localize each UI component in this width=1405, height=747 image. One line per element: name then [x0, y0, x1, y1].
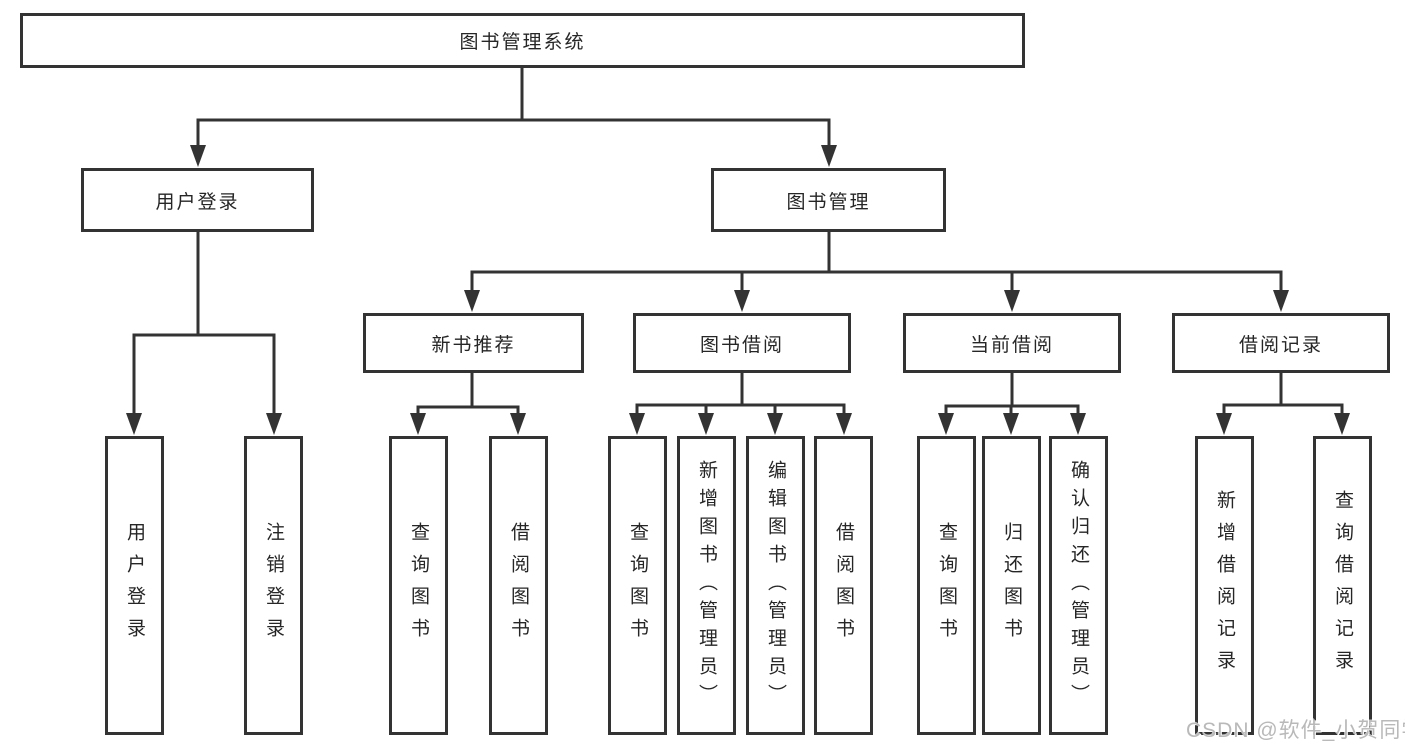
- leaf-records-add-record-label: 新增借阅记录: [1214, 489, 1235, 682]
- arrow-down-icon: [734, 290, 750, 312]
- arrow-down-icon: [464, 290, 480, 312]
- leaf-borrow-edit-books-admin-label: 编辑图书（管理员）: [765, 459, 786, 712]
- leaf-current-query-books-label: 查询图书: [936, 521, 957, 650]
- arrow-down-icon: [629, 413, 645, 435]
- node-current-borrow-label: 当前借阅: [969, 334, 1054, 356]
- node-borrow-records-label: 借阅记录: [1238, 334, 1323, 356]
- connector-book-mgmt-children: [464, 230, 1289, 312]
- node-new-book-recommend-label: 新书推荐: [431, 334, 516, 356]
- arrow-down-icon: [1216, 413, 1232, 435]
- leaf-newbooks-borrow-books-label: 借阅图书: [508, 521, 529, 650]
- leaf-borrow-query-books-label: 查询图书: [627, 521, 648, 650]
- leaf-borrow-add-books-admin-label: 新增图书（管理员）: [696, 459, 717, 712]
- leaf-borrow-borrow-books-label: 借阅图书: [833, 521, 854, 650]
- node-book-borrow: 图书借阅: [633, 313, 851, 373]
- node-new-book-recommend: 新书推荐: [363, 313, 584, 373]
- arrow-down-icon: [821, 145, 837, 167]
- connector-borrow-records-children: [1216, 371, 1350, 435]
- arrow-down-icon: [1334, 413, 1350, 435]
- connector-user-login-children: [126, 230, 282, 435]
- arrow-down-icon: [126, 413, 142, 435]
- connector-book-borrow-children: [629, 371, 852, 435]
- leaf-newbooks-query-books-label: 查询图书: [408, 521, 429, 650]
- leaf-logout: 注销登录: [244, 436, 303, 735]
- node-user-login-label: 用户登录: [155, 191, 240, 213]
- arrow-down-icon: [836, 413, 852, 435]
- leaf-borrow-query-books: 查询图书: [608, 436, 667, 735]
- connector-new-books-children: [410, 371, 526, 435]
- arrow-down-icon: [767, 413, 783, 435]
- arrow-down-icon: [410, 413, 426, 435]
- arrow-down-icon: [1273, 290, 1289, 312]
- arrow-down-icon: [190, 145, 206, 167]
- leaf-borrow-add-books-admin: 新增图书（管理员）: [677, 436, 736, 735]
- leaf-borrow-edit-books-admin: 编辑图书（管理员）: [746, 436, 805, 735]
- leaf-current-query-books: 查询图书: [917, 436, 976, 735]
- leaf-newbooks-borrow-books: 借阅图书: [489, 436, 548, 735]
- leaf-current-return-books-label: 归还图书: [1001, 521, 1022, 650]
- arrow-down-icon: [1070, 413, 1086, 435]
- leaf-records-query-record: 查询借阅记录: [1313, 436, 1372, 735]
- node-root: 图书管理系统: [20, 13, 1025, 68]
- leaf-current-return-books: 归还图书: [982, 436, 1041, 735]
- leaf-current-confirm-return-admin: 确认归还（管理员）: [1049, 436, 1108, 735]
- leaf-borrow-borrow-books: 借阅图书: [814, 436, 873, 735]
- connector-root-to-level2: [190, 66, 837, 167]
- arrow-down-icon: [510, 413, 526, 435]
- node-book-management: 图书管理: [711, 168, 946, 232]
- node-book-management-label: 图书管理: [786, 191, 871, 213]
- arrow-down-icon: [266, 413, 282, 435]
- node-user-login: 用户登录: [81, 168, 314, 232]
- leaf-logout-label: 注销登录: [263, 521, 284, 650]
- watermark: CSDN @软件_小贺同学: [1186, 719, 1405, 742]
- leaf-newbooks-query-books: 查询图书: [389, 436, 448, 735]
- leaf-user-login: 用户登录: [105, 436, 164, 735]
- leaf-current-confirm-return-admin-label: 确认归还（管理员）: [1068, 459, 1089, 712]
- leaf-records-query-record-label: 查询借阅记录: [1332, 489, 1353, 682]
- node-current-borrow: 当前借阅: [903, 313, 1121, 373]
- node-borrow-records: 借阅记录: [1172, 313, 1390, 373]
- leaf-user-login-label: 用户登录: [124, 521, 145, 650]
- arrow-down-icon: [1004, 290, 1020, 312]
- arrow-down-icon: [1003, 413, 1019, 435]
- leaf-records-add-record: 新增借阅记录: [1195, 436, 1254, 735]
- node-book-borrow-label: 图书借阅: [699, 334, 784, 356]
- arrow-down-icon: [698, 413, 714, 435]
- node-root-label: 图书管理系统: [459, 32, 586, 53]
- arrow-down-icon: [938, 413, 954, 435]
- connector-current-borrow-children: [938, 371, 1086, 435]
